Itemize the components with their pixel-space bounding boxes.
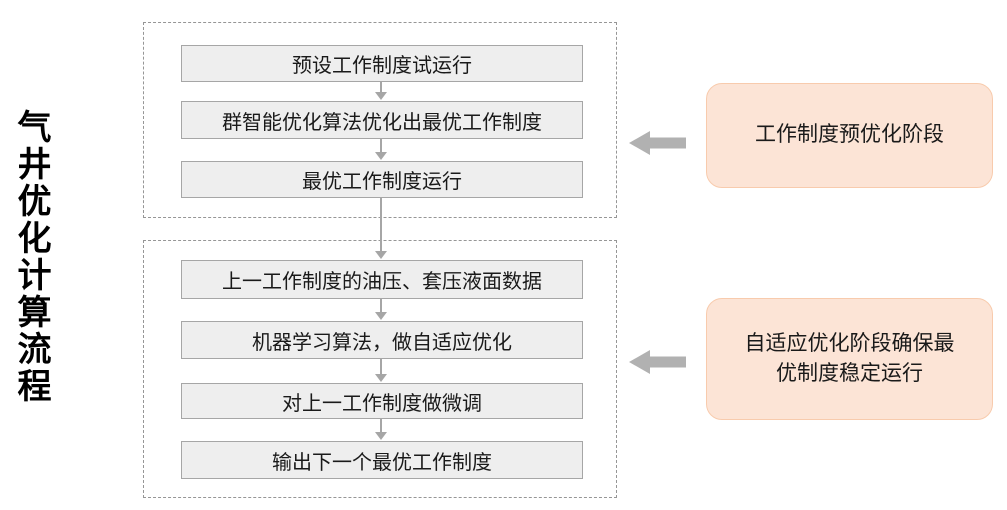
callout-adaptive-stage: 自适应优化阶段确保最 优制度稳定运行 [706, 298, 993, 420]
down-arrow-icon [374, 138, 388, 160]
left-block-arrow-icon [629, 129, 686, 157]
down-arrow-icon [374, 298, 388, 320]
step-optimal-run: 最优工作制度运行 [181, 161, 583, 198]
step-swarm-optimization: 群智能优化算法优化出最优工作制度 [181, 101, 583, 139]
step-fine-tune: 对上一工作制度做微调 [181, 383, 583, 419]
left-block-arrow-icon [629, 348, 686, 376]
callout-adaptive-label: 自适应优化阶段确保最 优制度稳定运行 [744, 331, 955, 385]
down-arrow-icon [374, 81, 388, 100]
step-machine-learning: 机器学习算法，做自适应优化 [181, 321, 583, 359]
down-arrow-icon [374, 358, 388, 382]
down-arrow-icon [374, 418, 388, 440]
callout-pre-optimization-stage: 工作制度预优化阶段 [706, 83, 993, 188]
step-trial-run: 预设工作制度试运行 [181, 45, 583, 82]
stage2-container: 上一工作制度的油压、套压液面数据 机器学习算法，做自适应优化 对上一工作制度做微… [143, 240, 617, 498]
page-title: 气井优化计算流程 [12, 109, 50, 405]
step-output-next: 输出下一个最优工作制度 [181, 441, 583, 479]
down-arrow-icon [374, 197, 388, 259]
callout-pre-optimization-label: 工作制度预优化阶段 [755, 123, 944, 147]
step-previous-data: 上一工作制度的油压、套压液面数据 [181, 260, 583, 299]
stage1-container: 预设工作制度试运行 群智能优化算法优化出最优工作制度 最优工作制度运行 [143, 22, 617, 218]
